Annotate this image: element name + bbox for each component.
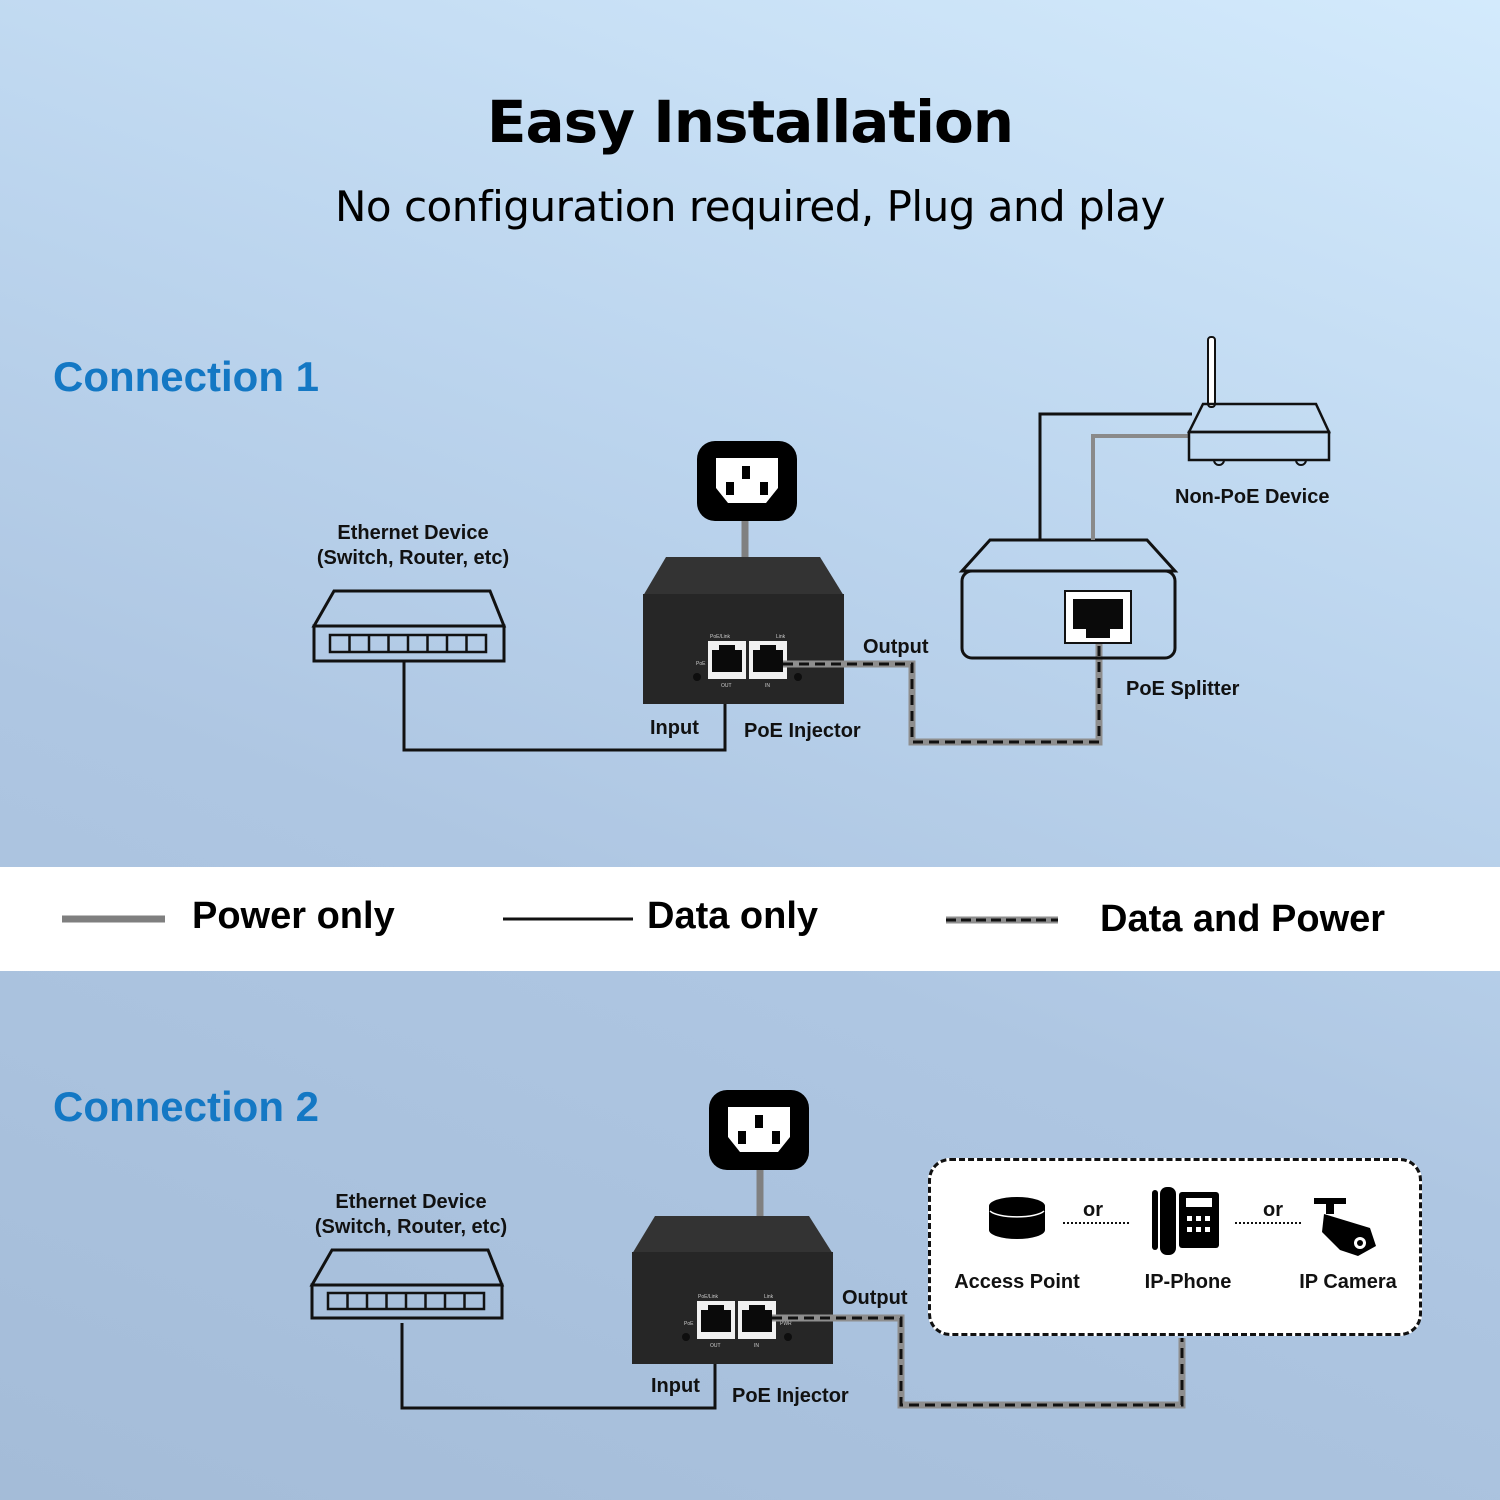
injector-label-1: PoE Injector bbox=[744, 720, 861, 742]
connection-2-title: Connection 2 bbox=[53, 1083, 320, 1130]
port-label-out: OUT bbox=[710, 1343, 721, 1349]
access-point-icon bbox=[989, 1197, 1045, 1239]
port-label-poe-link: PoE/Link bbox=[710, 634, 731, 640]
ethernet-switch-icon bbox=[311, 589, 507, 663]
port-label-in: IN bbox=[765, 683, 770, 689]
legend-data-label: Data only bbox=[647, 895, 819, 937]
legend-data-power-label: Data and Power bbox=[1100, 898, 1386, 940]
ethernet-device-label-2a: Ethernet Device bbox=[335, 1191, 487, 1213]
ip-camera-label: IP Camera bbox=[1299, 1271, 1397, 1293]
port-label-out: OUT bbox=[721, 683, 732, 689]
ethernet-device-label-2b: (Switch, Router, etc) bbox=[314, 1216, 508, 1238]
port-label-pwr: PWR bbox=[780, 1321, 792, 1327]
or-label-2: or bbox=[1263, 1199, 1283, 1221]
output-label-1: Output bbox=[863, 636, 929, 658]
port-label-poe: PoE bbox=[696, 661, 706, 667]
legend-power-label: Power only bbox=[192, 895, 395, 937]
port-label-poe: PoE bbox=[684, 1321, 694, 1327]
page-title: Easy Installation bbox=[486, 88, 1014, 156]
power-socket-icon bbox=[697, 441, 797, 521]
input-label-1: Input bbox=[650, 717, 699, 739]
port-label-link: Link bbox=[764, 1294, 774, 1300]
router-icon bbox=[1186, 336, 1331, 466]
data-and-power-cable-1 bbox=[783, 640, 1103, 746]
page-subtitle: No configuration required, Plug and play bbox=[334, 182, 1166, 231]
data-cable-1 bbox=[402, 662, 727, 752]
port-label-link: Link bbox=[776, 634, 786, 640]
poe-injector-icon: PoE/Link Link PoE PWR OUT IN bbox=[643, 557, 844, 704]
poe-splitter-icon bbox=[958, 538, 1179, 660]
legend bbox=[0, 867, 1500, 971]
ethernet-device-label-1b: (Switch, Router, etc) bbox=[316, 547, 510, 569]
ip-phone-label: IP-Phone bbox=[1144, 1271, 1232, 1293]
input-label-2: Input bbox=[651, 1375, 700, 1397]
port-label-in: IN bbox=[754, 1343, 759, 1349]
connection-1-title: Connection 1 bbox=[53, 353, 320, 400]
ethernet-device-label-1a: Ethernet Device bbox=[337, 522, 489, 544]
data-and-power-cable-2 bbox=[772, 1314, 1186, 1409]
ip-phone-icon bbox=[1152, 1187, 1219, 1255]
poe-injector-icon: PoE/Link Link PoE PWR OUT IN bbox=[632, 1216, 833, 1364]
ip-camera-icon bbox=[1314, 1198, 1376, 1256]
ethernet-switch-icon bbox=[309, 1248, 505, 1320]
output-label-2: Output bbox=[842, 1287, 908, 1309]
non-poe-device-label: Non-PoE Device bbox=[1175, 486, 1330, 508]
power-socket-icon bbox=[709, 1090, 809, 1170]
or-label-1: or bbox=[1083, 1199, 1103, 1221]
injector-label-2: PoE Injector bbox=[732, 1385, 849, 1407]
data-cable-splitter bbox=[1038, 412, 1192, 540]
data-cable-2 bbox=[400, 1323, 717, 1410]
power-cable-splitter bbox=[1091, 434, 1190, 540]
port-label-poe-link: PoE/Link bbox=[698, 1294, 719, 1300]
access-point-label: Access Point bbox=[954, 1271, 1080, 1293]
splitter-label: PoE Splitter bbox=[1126, 678, 1240, 700]
